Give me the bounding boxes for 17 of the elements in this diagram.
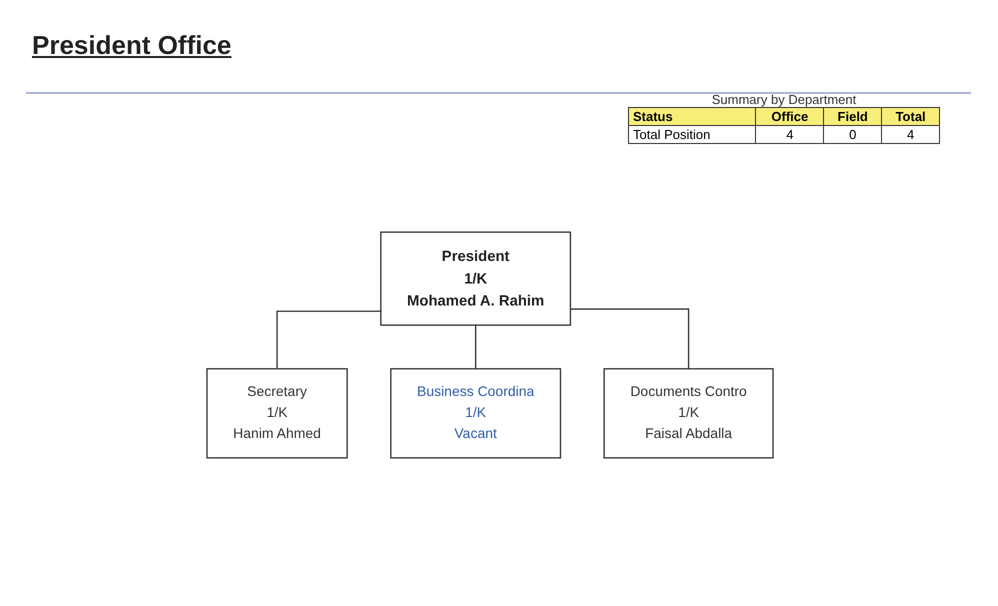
connector [570,308,690,369]
node-box: Business Coordina 1/K Vacant [390,368,562,459]
node-box: President 1/K Mohamed A. Rahim [380,231,572,326]
table-cell: 0 [824,126,882,144]
table-cell: Total Position [628,126,756,144]
page-title: President Office [32,30,232,61]
node-box: Secretary 1/K Hanim Ahmed [206,368,348,459]
header-cell: Field [824,108,882,126]
table-cell: 4 [882,126,940,144]
table-caption: Summary by Department [710,92,858,107]
header-cell: Office [756,108,824,126]
node-box: Documents Contro 1/K Faisal Abdalla [603,368,774,459]
table-cell: 4 [756,126,824,144]
header-cell: Status [628,108,756,126]
connector [474,324,476,369]
connector [276,310,381,369]
header-cell: Total [882,108,940,126]
